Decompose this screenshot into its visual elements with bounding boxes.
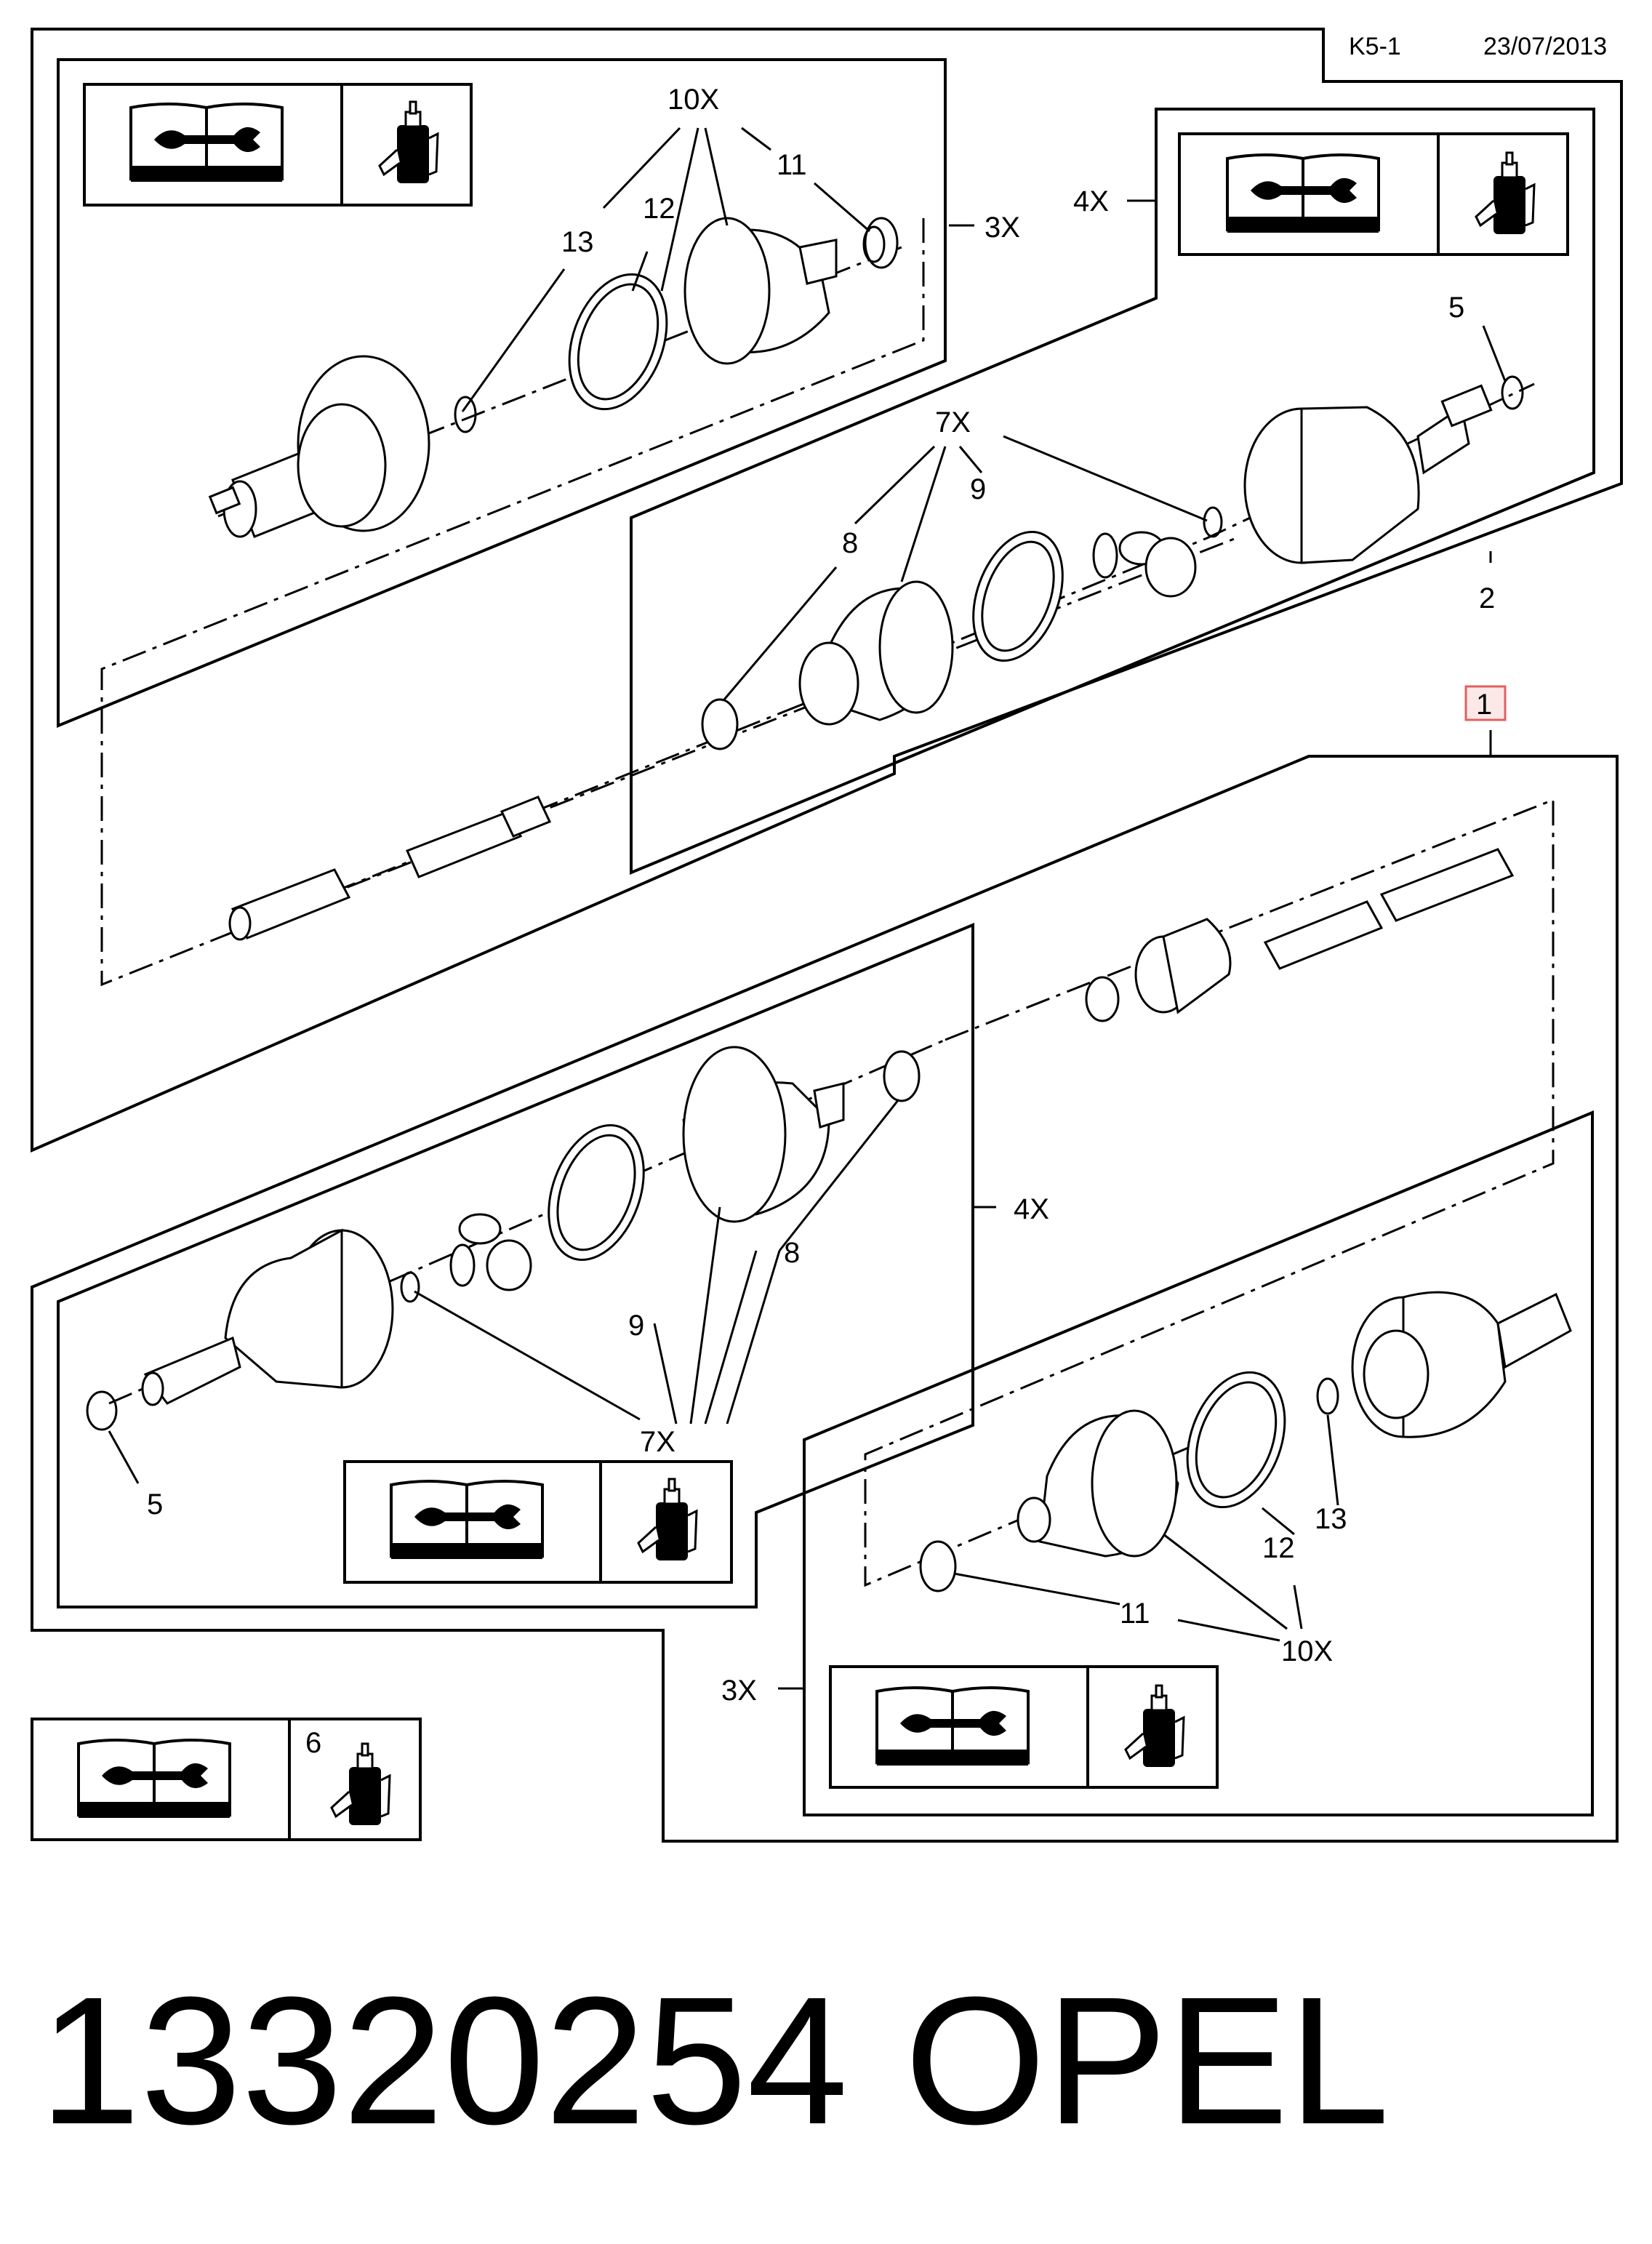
- callout-shaft-assembly-label: 1: [1476, 689, 1492, 721]
- callout-upper-inner-boot-ring: 9: [970, 473, 986, 505]
- lower-inner-circlip: [400, 1271, 420, 1303]
- lower-outer-cv-joint: [1351, 1291, 1572, 1438]
- icon-box-upper-left: [83, 83, 473, 207]
- lower-shaft-frame: [31, 755, 1619, 1843]
- callout-upper-inner-joint: 2: [1479, 582, 1495, 614]
- grease-tube-icon: [1475, 151, 1536, 236]
- upper-inner-boot-clamp: [701, 698, 739, 750]
- upper-boot-ring: [568, 273, 668, 411]
- lower-outer-boot: [1017, 1409, 1179, 1558]
- diagram-date: 23/07/2013: [1483, 33, 1607, 60]
- damper-clip: [1085, 976, 1120, 1022]
- lower-circlip: [86, 1390, 118, 1431]
- upper-inner-joint-box: [630, 108, 1595, 875]
- upper-boot-clamp: [862, 217, 899, 269]
- callout-lower-inner-boot-clamp: 8: [784, 1237, 800, 1269]
- service-manual-icon: [875, 1686, 1030, 1767]
- lower-boot-ring: [1186, 1371, 1286, 1509]
- icon-box-grease: [31, 1718, 422, 1841]
- callout-upper-inner-circlip: 5: [1448, 292, 1464, 324]
- diagram-code: K5-1: [1349, 33, 1401, 60]
- icon-box-lower-middle: [343, 1460, 733, 1584]
- upper-shaft-frame: [31, 28, 1623, 1153]
- callout-upper-outer-boot-ring: 12: [643, 193, 675, 225]
- callout-upper-outer-qty-kit: 10X: [667, 84, 719, 116]
- lower-boot-clamp: [883, 1050, 921, 1102]
- brand-name: OPEL: [905, 1959, 1390, 2162]
- callout-lower-outer-boot-clamp: 11: [1120, 1598, 1150, 1630]
- grease-tube-icon: [378, 100, 439, 185]
- callout-lower-inner-qty-kit: 7X: [640, 1426, 675, 1458]
- lower-tripod: [449, 1213, 532, 1291]
- callout-upper-outer-boot-clamp: 11: [777, 149, 807, 181]
- grease-tube-icon: [330, 1742, 391, 1827]
- leader-lines: [108, 127, 1507, 1690]
- callout-shaft-assembly: 1: [1464, 685, 1507, 721]
- upper-tripod: [1092, 531, 1197, 598]
- callout-lower-outer-qty-box: 3X: [721, 1675, 757, 1707]
- lower-outer-joint-box: [803, 1110, 1594, 1816]
- callout-lower-outer-qty-kit: 10X: [1281, 1635, 1333, 1667]
- callout-lower-outer-snap-ring: 13: [1315, 1503, 1347, 1535]
- lower-inner-boot: [682, 1046, 845, 1223]
- icon-box-upper-right: [1178, 132, 1569, 256]
- assembly-line-lower: [864, 798, 1555, 1587]
- callout-upper-inner-qty-kit: 7X: [935, 406, 971, 438]
- upper-inner-tripod-housing: [1243, 384, 1493, 564]
- upper-circlip: [1501, 375, 1524, 410]
- upper-inner-boot-ring: [972, 530, 1064, 662]
- callout-upper-outer-qty-box: 3X: [985, 212, 1020, 244]
- lower-snap-ring: [1316, 1377, 1339, 1415]
- callout-lower-outer-boot-ring: 12: [1262, 1532, 1295, 1564]
- service-manual-icon: [77, 1739, 231, 1819]
- callout-upper-outer-snap-ring: 13: [561, 226, 594, 258]
- service-manual-icon: [129, 103, 284, 183]
- upper-snap-ring: [454, 396, 477, 433]
- callout-lower-inner-qty-box: 4X: [1014, 1193, 1049, 1225]
- upper-outer-boot: [683, 217, 838, 365]
- grease-tube-icon: [637, 1478, 698, 1562]
- callout-lower-inner-boot-ring: 9: [628, 1310, 644, 1342]
- upper-inner-circlip: [1203, 506, 1223, 538]
- service-manual-icon: [1226, 153, 1380, 234]
- part-number: 13320254: [39, 1959, 848, 2162]
- service-manual-icon: [390, 1480, 544, 1560]
- callout-lower-inner-circlip: 5: [147, 1488, 163, 1520]
- drive-shaft: [228, 796, 1515, 970]
- callout-upper-inner-qty-box: 4X: [1073, 185, 1109, 217]
- upper-outer-cv-joint: [208, 355, 430, 538]
- shaft-damper: [1134, 918, 1232, 1014]
- upper-outer-joint-box: [57, 58, 947, 728]
- icon-box-lower-right: [829, 1665, 1219, 1789]
- lower-inner-tripod-housing: [141, 1228, 394, 1406]
- lower-inner-joint-box: [57, 923, 974, 1608]
- lower-outer-boot-clamp: [919, 1540, 957, 1592]
- upper-inner-boot: [798, 580, 954, 726]
- lower-inner-boot-ring: [548, 1123, 645, 1262]
- grease-tube-icon: [1124, 1684, 1185, 1768]
- callout-upper-inner-boot-clamp: 8: [842, 527, 858, 559]
- callout-grease-item: 6: [305, 1727, 321, 1759]
